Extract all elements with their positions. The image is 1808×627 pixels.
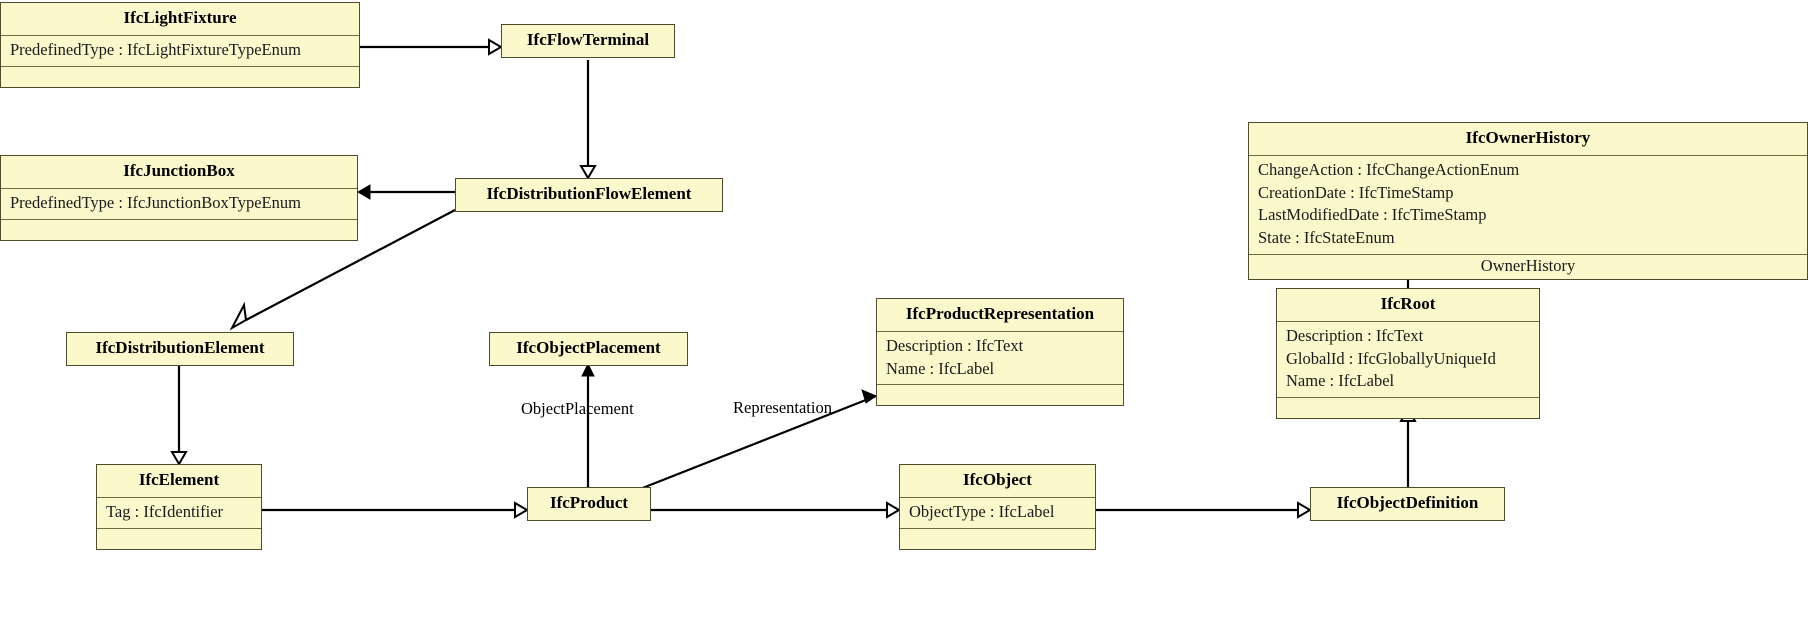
attribute-row: ChangeAction : IfcChangeActionEnum [1258, 159, 1520, 179]
class-name-ifcelement: IfcElement [138, 470, 220, 489]
class-name-ifcroot: IfcRoot [1380, 294, 1436, 313]
class-name-ifcproductrepresentation: IfcProductRepresentation [905, 304, 1095, 323]
class-name-ifcdistributionelement: IfcDistributionElement [95, 338, 265, 357]
edge-distributionflowelement-to-junctionbox [357, 184, 455, 200]
attribute-row: State : IfcStateEnum [1258, 228, 1395, 248]
class-name-ifcobjectdefinition: IfcObjectDefinition [1336, 493, 1479, 512]
class-box-ifcproductrepresentation[interactable]: IfcProductRepresentation Description : I… [876, 298, 1124, 407]
class-name-ifcownerhistory: IfcOwnerHistory [1465, 128, 1591, 147]
class-operations-ifcproductrepresentation [877, 384, 1123, 405]
attribute-row: CreationDate : IfcTimeStamp [1258, 182, 1454, 202]
class-box-ifcdistributionflowelement[interactable]: IfcDistributionFlowElement [455, 178, 723, 212]
class-box-ifcjunctionbox[interactable]: IfcJunctionBox PredefinedType : IfcJunct… [0, 155, 358, 241]
class-box-ifcownerhistory[interactable]: IfcOwnerHistory ChangeAction : IfcChange… [1248, 122, 1808, 280]
class-attributes-ifcroot: Description : IfcText GlobalId : IfcGlob… [1277, 320, 1539, 397]
class-operations-ifcroot [1277, 397, 1539, 418]
edge-objectdefinition-to-root [1399, 407, 1417, 487]
attribute-row: Description : IfcText [1286, 325, 1424, 345]
attribute-row: PredefinedType : IfcLightFixtureTypeEnum [10, 39, 301, 59]
class-name-ifcdistributionflowelement: IfcDistributionFlowElement [486, 184, 692, 203]
attribute-row: ObjectType : IfcLabel [909, 501, 1055, 521]
class-attributes-ifcownerhistory: ChangeAction : IfcChangeActionEnum Creat… [1249, 154, 1807, 254]
class-operations-ifcjunctionbox [1, 218, 357, 240]
edge-element-to-product [262, 501, 529, 519]
class-box-ifcdistributionelement[interactable]: IfcDistributionElement [66, 332, 294, 366]
attribute-row: PredefinedType : IfcJunctionBoxTypeEnum [10, 192, 301, 212]
class-box-ifcelement[interactable]: IfcElement Tag : IfcIdentifier [96, 464, 262, 550]
edge-lightfixture-to-flowterminal [360, 38, 503, 56]
class-box-ifcflowterminal[interactable]: IfcFlowTerminal [501, 24, 675, 58]
attribute-row: Name : IfcLabel [1286, 371, 1395, 391]
edge-label-object-placement: ObjectPlacement [521, 399, 634, 418]
edge-distributionflowelement-to-distributionelement [229, 209, 456, 331]
class-box-ifcobjectdefinition[interactable]: IfcObjectDefinition [1310, 487, 1505, 521]
class-box-ifcobjectplacement[interactable]: IfcObjectPlacement [489, 332, 688, 366]
class-name-ifcobject: IfcObject [963, 470, 1032, 489]
class-attributes-ifclightfixture: PredefinedType : IfcLightFixtureTypeEnum [1, 34, 359, 66]
attribute-row: Description : IfcText [886, 335, 1024, 355]
class-attributes-ifcjunctionbox: PredefinedType : IfcJunctionBoxTypeEnum [1, 187, 357, 219]
edge-product-to-object [651, 501, 901, 519]
edge-product-to-productrepresentation [639, 389, 878, 491]
edge-object-to-objectdefinition [1096, 501, 1312, 519]
edge-flowterminal-to-distributionflowelement [579, 60, 597, 180]
class-operations-ifcobject [900, 527, 1095, 549]
edge-product-to-objectplacement [581, 362, 595, 487]
class-attributes-ifcproductrepresentation: Description : IfcText Name : IfcLabel [877, 330, 1123, 385]
class-name-ifcobjectplacement: IfcObjectPlacement [516, 338, 661, 357]
edge-label-representation: Representation [733, 398, 832, 417]
class-attributes-ifcobject: ObjectType : IfcLabel [900, 496, 1095, 528]
attribute-row: Name : IfcLabel [886, 358, 995, 378]
attribute-row: LastModifiedDate : IfcTimeStamp [1258, 205, 1487, 225]
class-box-ifclightfixture[interactable]: IfcLightFixture PredefinedType : IfcLigh… [0, 2, 360, 88]
class-name-ifcproduct: IfcProduct [549, 493, 629, 512]
class-box-ifcproduct[interactable]: IfcProduct [527, 487, 651, 521]
edge-distributionelement-to-element [170, 364, 188, 466]
class-box-ifcobject[interactable]: IfcObject ObjectType : IfcLabel [899, 464, 1096, 550]
class-name-ifcjunctionbox: IfcJunctionBox [123, 161, 235, 180]
attribute-row: GlobalId : IfcGloballyUniqueId [1286, 348, 1496, 368]
class-operations-ifcelement [97, 527, 261, 549]
class-name-ifcflowterminal: IfcFlowTerminal [526, 30, 650, 49]
class-operations-ifclightfixture [1, 65, 359, 87]
class-attributes-ifcelement: Tag : IfcIdentifier [97, 496, 261, 528]
class-name-ifclightfixture: IfcLightFixture [123, 8, 237, 27]
attribute-row: Tag : IfcIdentifier [106, 501, 224, 521]
class-operations-ifcownerhistory: OwnerHistory [1249, 254, 1807, 279]
class-box-ifcroot[interactable]: IfcRoot Description : IfcText GlobalId :… [1276, 288, 1540, 420]
